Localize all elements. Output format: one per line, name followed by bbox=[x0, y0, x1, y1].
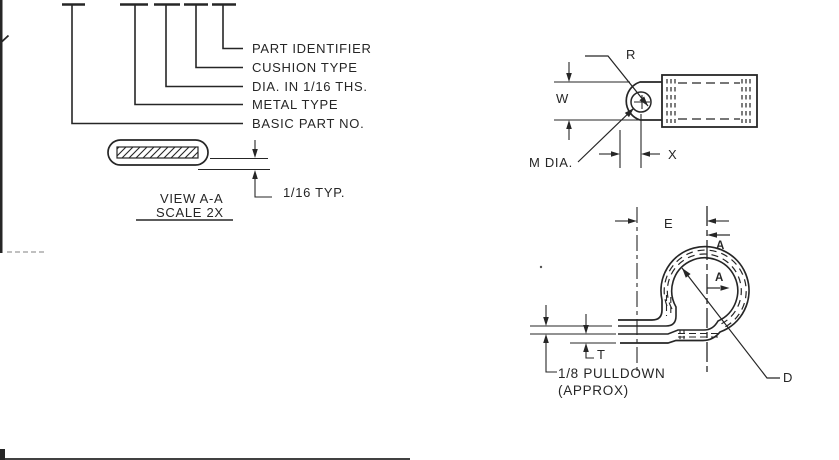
callout-label-basic-part-no: BASIC PART NO. bbox=[252, 116, 365, 131]
leader-part-identifier bbox=[222, 4, 243, 50]
leader-dia bbox=[165, 4, 243, 88]
view-aa-scale: SCALE 2X bbox=[156, 205, 224, 220]
cushion-thickness-dimension bbox=[198, 140, 272, 198]
pulldown-dimension bbox=[530, 305, 616, 373]
scan-artifacts bbox=[0, 0, 543, 460]
clamp-front-view bbox=[530, 206, 780, 379]
band-outer-edge bbox=[618, 245, 750, 344]
section-arrow-bottom bbox=[707, 285, 730, 291]
dim-label-x: X bbox=[668, 147, 678, 162]
dim-label-t: T bbox=[597, 347, 606, 362]
band-inner-edge bbox=[618, 257, 739, 335]
dim-label-w: W bbox=[556, 91, 569, 106]
stray-mark bbox=[0, 34, 10, 43]
e-dimension bbox=[615, 218, 729, 224]
left-border-line bbox=[0, 0, 3, 253]
bottom-left-mark bbox=[0, 449, 5, 460]
section-letter-a-bottom: A bbox=[715, 272, 724, 284]
part-number-callout-tree bbox=[62, 3, 243, 125]
w-dimension bbox=[554, 62, 640, 140]
section-letter-a-top: A bbox=[716, 240, 725, 252]
dim-label-e: E bbox=[664, 216, 674, 231]
view-aa-title: VIEW A-A bbox=[160, 191, 224, 206]
band-hidden-horizontals bbox=[678, 82, 740, 120]
d-leader bbox=[681, 267, 780, 379]
callout-label-cushion-type: CUSHION TYPE bbox=[252, 60, 358, 75]
cushion-outline bbox=[107, 139, 209, 166]
cushion-section-view bbox=[107, 139, 272, 221]
band-section-outline bbox=[661, 74, 758, 128]
cushion-hidden-left bbox=[665, 295, 672, 316]
x-dimension bbox=[599, 114, 660, 168]
cushion-hidden-arc-1 bbox=[666, 253, 742, 325]
callout-label-dia: DIA. IN 1/16 THS. bbox=[252, 79, 368, 94]
leader-basic-part-no bbox=[71, 4, 243, 125]
callout-label-part-identifier: PART IDENTIFIER bbox=[252, 41, 372, 56]
r-leader bbox=[585, 55, 649, 107]
leader-metal-type bbox=[134, 4, 243, 106]
mounting-foot-outline bbox=[625, 81, 662, 121]
metal-band-hatched bbox=[116, 146, 199, 159]
clamp-side-view bbox=[554, 55, 758, 168]
callout-label-metal-type: METAL TYPE bbox=[252, 97, 339, 112]
cushion-hidden-arc-2 bbox=[663, 249, 747, 329]
dim-label-r: R bbox=[626, 47, 637, 62]
dim-label-d: D bbox=[783, 370, 794, 385]
leader-cushion-type bbox=[195, 4, 243, 69]
t-dimension bbox=[570, 314, 616, 359]
dim-label-m-dia: M DIA. bbox=[529, 155, 573, 170]
mounting-hole bbox=[630, 91, 652, 113]
m-dia-leader bbox=[577, 107, 635, 163]
cushion-hidden-flats bbox=[678, 332, 718, 338]
cushion-end-ticks bbox=[679, 330, 685, 341]
speck bbox=[539, 265, 543, 269]
band-hidden-verticals bbox=[666, 79, 751, 123]
pulldown-note-line1: 1/8 PULLDOWN bbox=[558, 366, 666, 381]
dim-label-1-16-typ: 1/16 TYP. bbox=[283, 185, 346, 200]
pulldown-note-line2: (APPROX) bbox=[558, 383, 629, 398]
section-arrow-top bbox=[707, 232, 730, 238]
